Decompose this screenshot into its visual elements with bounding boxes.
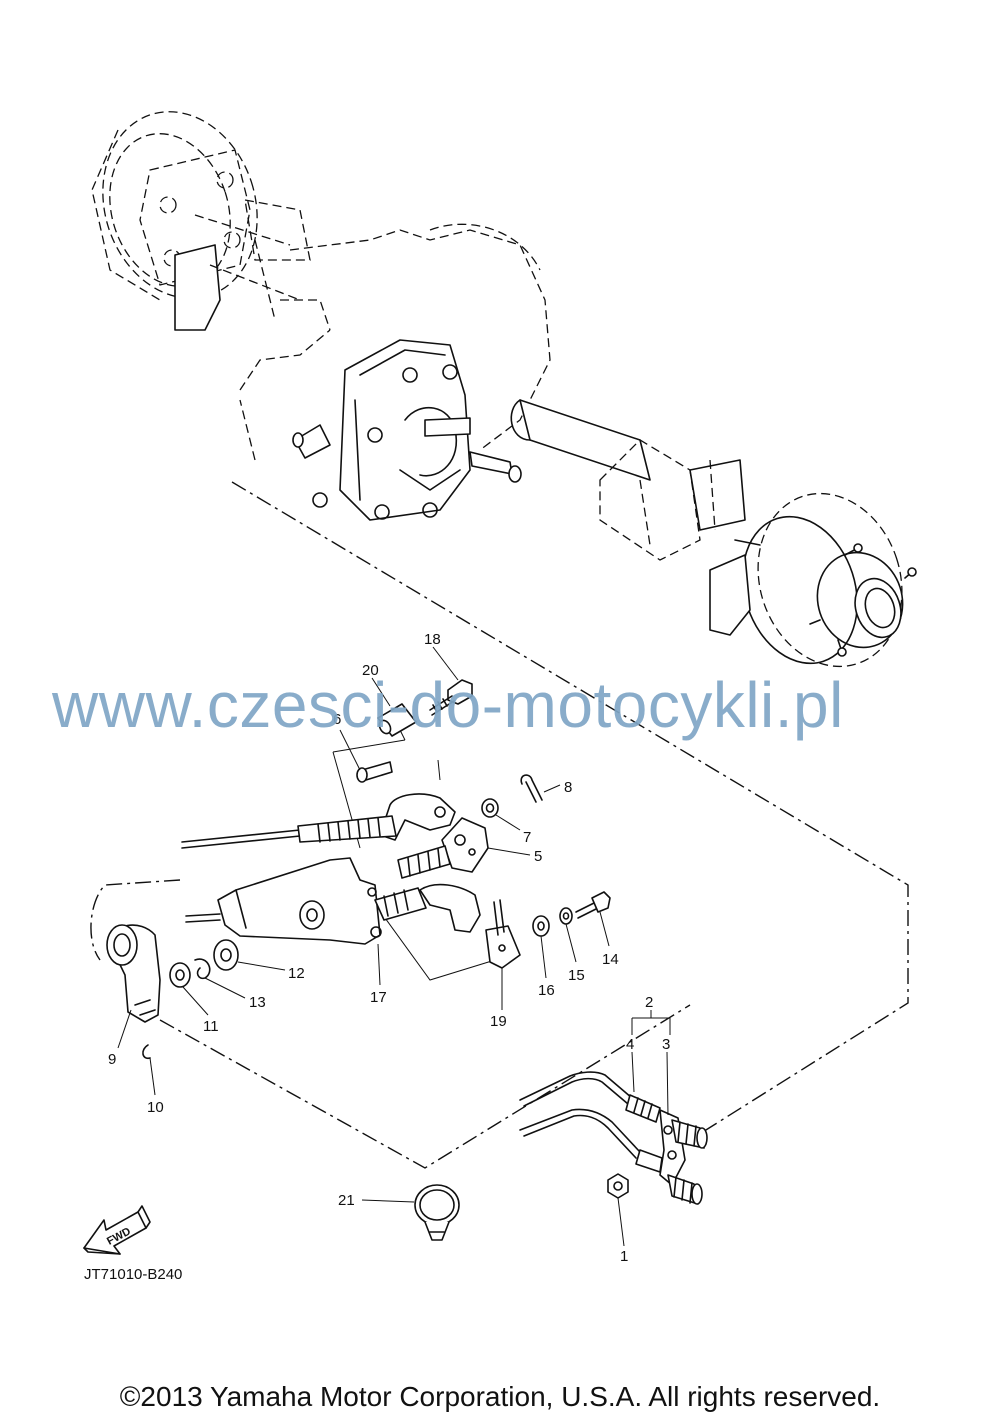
part-19-clip <box>485 899 521 969</box>
upper-lever-and-cable <box>181 793 456 849</box>
callout-6: 6 <box>333 711 341 728</box>
copyright-notice: ©2013 Yamaha Motor Corporation, U.S.A. A… <box>119 1381 881 1412</box>
callout-9: 9 <box>108 1051 116 1068</box>
part-12-washer <box>213 939 239 971</box>
leader-lines <box>117 646 671 1247</box>
lower-lever-and-spring <box>374 883 481 933</box>
part-21-clamp <box>414 1184 460 1241</box>
callout-17: 17 <box>370 989 387 1006</box>
callout-numbers: 1 2 3 4 5 6 7 8 9 10 11 12 13 14 15 16 1… <box>108 631 670 1265</box>
callout-15: 15 <box>568 967 585 984</box>
part-13-circlip <box>194 958 211 980</box>
part-5-bracket-plate <box>397 817 489 879</box>
callout-20: 20 <box>362 662 379 679</box>
part-9-shift-arm <box>106 924 161 1023</box>
part-10-clip <box>142 1044 151 1060</box>
callout-11: 11 <box>203 1018 219 1035</box>
callout-14: 14 <box>602 951 619 968</box>
part-7-washer <box>481 798 499 818</box>
part-18-bolt <box>429 679 473 716</box>
callout-12: 12 <box>288 965 305 982</box>
callout-18: 18 <box>424 631 441 648</box>
assembly-boundary-lines <box>90 481 909 1169</box>
fwd-arrow-icon: FWD <box>83 1205 151 1255</box>
callout-13: 13 <box>249 994 266 1011</box>
part-1-nut <box>607 1173 629 1199</box>
callout-8: 8 <box>564 779 572 796</box>
callout-7: 7 <box>523 829 531 846</box>
callout-1: 1 <box>620 1248 628 1265</box>
part-8-cotter-pin <box>520 774 543 803</box>
part-17-main-bracket <box>185 857 382 945</box>
callout-3: 3 <box>662 1036 670 1053</box>
part-15-lock-washer <box>559 907 573 925</box>
callout-2: 2 <box>645 994 653 1011</box>
part-16-washer <box>532 915 550 937</box>
callout-21: 21 <box>338 1192 355 1209</box>
diagram-code: JT71010-B240 <box>84 1266 183 1283</box>
callout-10: 10 <box>147 1099 164 1116</box>
part-6-pin <box>356 761 393 783</box>
linkage-parts <box>106 679 611 1060</box>
callout-4: 4 <box>626 1036 634 1053</box>
part-14-bolt <box>575 891 611 919</box>
cable-assembly <box>519 1071 708 1205</box>
part-20-collar <box>377 703 417 737</box>
callout-5: 5 <box>534 848 542 865</box>
watermark-text: www.czesci-do-motocykli.pl <box>52 669 844 741</box>
rear-axle-assembly <box>91 111 917 668</box>
callout-16: 16 <box>538 982 555 999</box>
part-11-washer <box>169 962 191 988</box>
callout-19: 19 <box>490 1013 507 1030</box>
